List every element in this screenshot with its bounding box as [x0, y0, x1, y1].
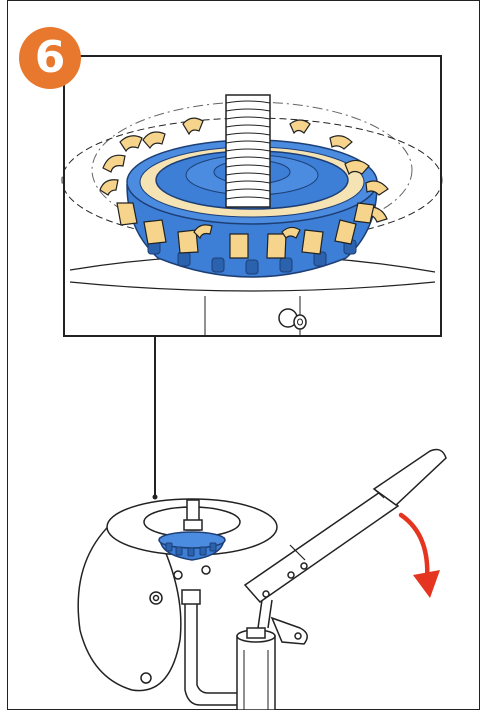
machine-overview — [77, 448, 447, 710]
threaded-shaft — [225, 94, 271, 208]
nut-icon — [278, 308, 307, 330]
arrow-down-icon — [398, 512, 440, 598]
clamp-jaws — [99, 117, 389, 259]
detail-inset — [61, 55, 443, 337]
step-number-badge: 6 — [19, 27, 81, 89]
